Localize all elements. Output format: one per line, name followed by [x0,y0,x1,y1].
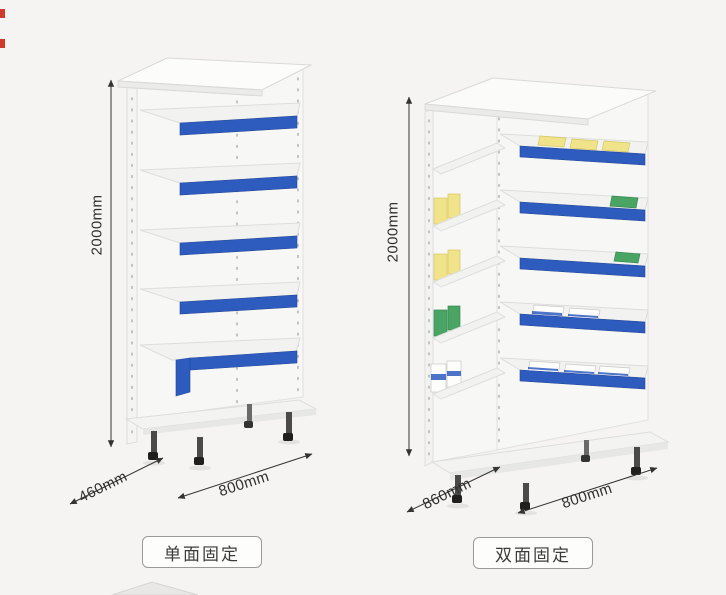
top-canopy [424,77,657,126]
base-stand [124,399,318,471]
width-arrow-double [517,467,658,514]
box-blue-label [431,374,446,380]
price-strip [519,257,646,278]
price-strip [519,313,646,334]
box-blue-label [447,371,461,376]
price-strip [179,115,298,136]
product-box-green [613,251,641,264]
height-dimension-label: 2000mm [88,194,106,256]
caption-single-sided: 单面固定 [142,536,262,568]
red-edge-marks [0,9,5,48]
box-blue-label [532,311,562,316]
box-blue-label [528,367,558,371]
end-view-shelves [430,142,507,400]
price-strip [519,201,646,222]
width-arrow-single [177,453,313,499]
product-box-yellow [433,253,448,281]
box-blue-label [568,314,598,318]
product-box-yellow [537,135,567,148]
price-strip [179,175,298,196]
top-canopy [117,57,313,97]
box-blue-label [564,370,594,374]
product-box-green [433,309,448,337]
double-sided-unit-illustration [424,77,670,516]
dimension-arrows [69,79,658,514]
product-box-yellow [433,197,448,225]
price-strip [179,294,298,315]
price-strip [519,369,646,390]
product-box-green [609,195,639,209]
height-dimension-label: 2000mm [384,201,402,263]
left-upright [126,83,138,445]
product-box-yellow [447,193,461,219]
single-sided-unit-illustration [117,57,318,471]
price-strip [519,145,646,166]
product-box-green [447,305,461,331]
price-strip [179,235,298,256]
depth-arrow-single [69,457,164,505]
depth-arrow-double [406,466,501,513]
corner-upright [424,108,434,467]
product-box-yellow [569,138,599,151]
box-blue-label [598,372,628,376]
shelf-rows [139,102,301,397]
product-box-yellow [447,249,461,275]
caption-double-sided: 双面固定 [473,537,593,569]
next-image-partial [111,581,199,595]
front-face-shelves [499,133,649,390]
product-box-yellow [601,140,631,153]
price-strip-end-cap [175,357,191,397]
